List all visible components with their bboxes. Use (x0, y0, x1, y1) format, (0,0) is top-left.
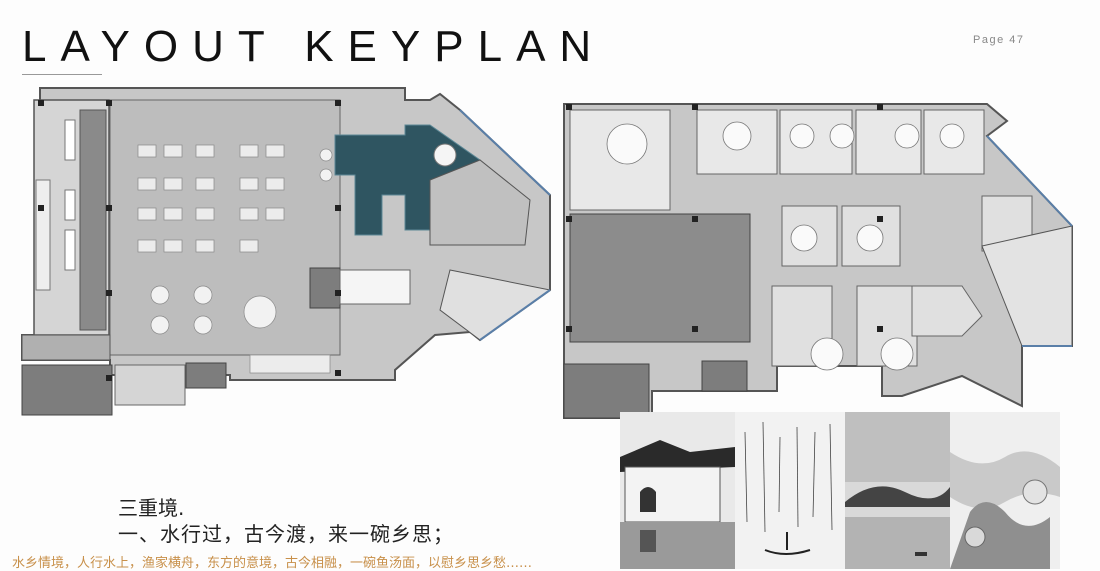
section-title: 三重境. (118, 496, 185, 520)
section-description: 水乡情境，人行水上，渔家横舟，东方的意境，古今相融，一碗鱼汤面，以慰乡思乡愁…… (12, 556, 533, 571)
left-floor-plan (21, 87, 552, 416)
reeds-boat-image (735, 412, 845, 569)
photo-strip (620, 412, 1060, 569)
title-underline (22, 74, 102, 75)
section-subtitle: 一、水行过，古今渡，来一碗乡思； (118, 522, 454, 546)
page-title: LAYOUT KEYPLAN (22, 22, 606, 71)
misty-river-image (845, 412, 950, 569)
page-number: Page 47 (973, 34, 1025, 46)
right-floor-plan (563, 103, 1073, 419)
ink-ice-image (950, 412, 1060, 569)
village-reflection-image (620, 412, 735, 569)
